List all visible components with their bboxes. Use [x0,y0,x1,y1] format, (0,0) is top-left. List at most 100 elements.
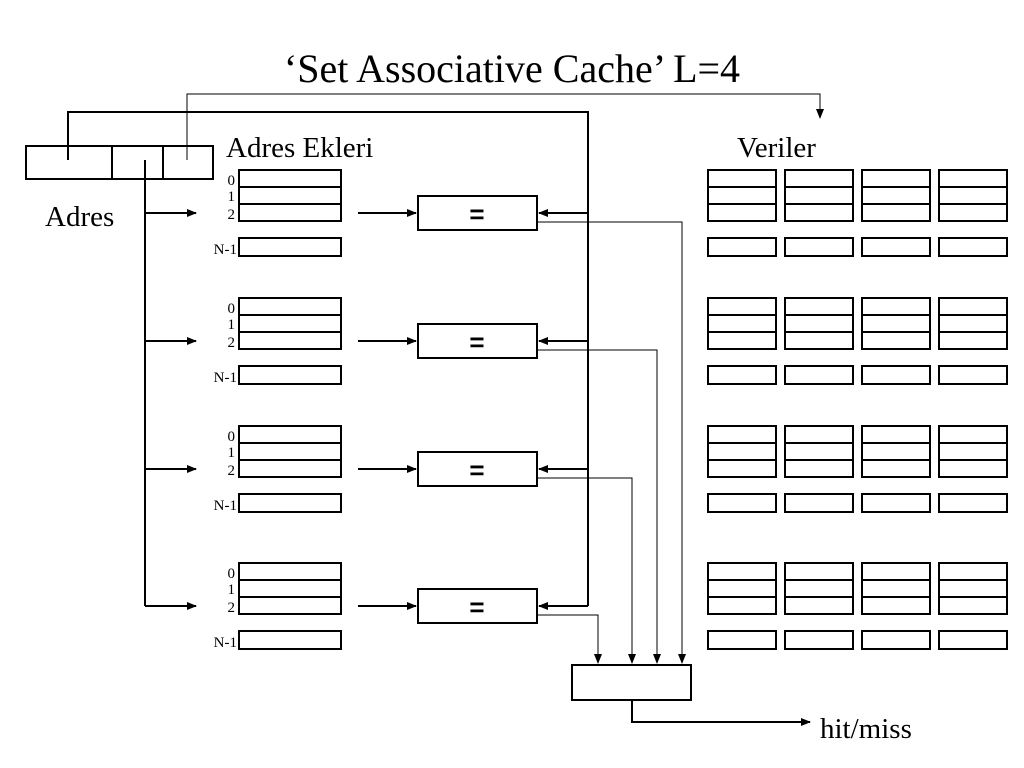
row-index-label: N-1 [214,498,237,514]
data-row-2 [707,203,777,222]
data-row-2 [784,331,854,350]
address-label: Adres [45,201,114,233]
data-row-2 [861,596,931,615]
data-row-1 [938,314,1008,333]
cache-way: 01 2N-1 = [145,562,1008,664]
row-index-label: 0 [228,566,236,582]
data-row-last [938,365,1008,385]
compare-result-wire [537,349,661,664]
row-index-label: 2 [228,335,236,351]
tag-row-0 [238,169,342,188]
tag-row-0 [238,297,342,316]
tag-row-1 [238,314,342,333]
compare-result-wire [537,221,686,664]
comparator-box [417,588,538,624]
row-index-label: N-1 [214,635,237,651]
data-row-0 [861,297,931,316]
data-row-last [784,630,854,650]
data-row-1 [938,579,1008,598]
comparator-symbol: = [469,455,484,485]
data-row-1 [707,314,777,333]
data-row-last [861,493,931,513]
data-row-last [707,493,777,513]
data-row-0 [707,169,777,188]
data-row-2 [784,459,854,478]
data-row-1 [784,442,854,461]
data-row-1 [861,314,931,333]
comparator-box [417,451,538,487]
diagram-title: ‘Set Associative Cache’ L=4 [284,46,740,91]
data-row-2 [784,203,854,222]
row-index-label: 1 [228,317,236,333]
data-row-last [861,237,931,257]
data-row-last [861,365,931,385]
data-row-1 [938,442,1008,461]
data-row-1 [861,579,931,598]
row-index-label: N-1 [214,370,237,386]
data-row-2 [707,596,777,615]
data-row-0 [938,169,1008,188]
data-row-0 [784,425,854,444]
data-row-1 [861,186,931,205]
data-row-0 [861,169,931,188]
data-row-last [938,237,1008,257]
comparator-box [417,323,538,359]
data-row-0 [861,425,931,444]
tag-row-0 [238,425,342,444]
data-row-2 [938,596,1008,615]
address-offset-field [162,145,214,180]
compare-result-wire [537,614,602,664]
hit-output-wire [631,700,811,726]
data-row-last [938,493,1008,513]
data-row-0 [784,169,854,188]
data-row-1 [784,186,854,205]
data-row-last [784,493,854,513]
row-index-label: 1 [228,189,236,205]
data-row-2 [861,459,931,478]
data-row-last [861,630,931,650]
tag-row-0 [238,562,342,581]
row-index-label: 1 [228,445,236,461]
data-row-0 [784,297,854,316]
tags-label: Adres Ekleri [226,132,373,164]
data-row-2 [707,459,777,478]
data-row-last [707,365,777,385]
data-row-0 [707,562,777,581]
data-row-last [784,365,854,385]
data-row-0 [707,297,777,316]
data-row-2 [938,203,1008,222]
data-row-last [707,630,777,650]
comparator-symbol: = [469,592,484,622]
row-index-label: 2 [228,463,236,479]
data-row-1 [784,314,854,333]
data-row-1 [784,579,854,598]
comparator-symbol: = [469,199,484,229]
data-row-1 [707,579,777,598]
row-index-label: 1 [228,582,236,598]
row-index-label: 2 [228,600,236,616]
data-row-1 [707,186,777,205]
row-index-label: 0 [228,301,236,317]
tag-row-last [238,365,342,385]
data-row-1 [861,442,931,461]
tag-row-1 [238,579,342,598]
data-row-1 [938,186,1008,205]
offset-to-data-wire [186,93,824,160]
tag-row-2 [238,459,342,478]
data-row-2 [861,203,931,222]
data-row-1 [707,442,777,461]
tag-row-last [238,630,342,650]
compare-result-wire [537,477,636,664]
data-row-0 [938,562,1008,581]
tag-row-2 [238,203,342,222]
data-row-0 [938,425,1008,444]
row-index-label: 0 [228,173,236,189]
hit-miss-label: hit/miss [820,713,912,745]
tag-row-2 [238,596,342,615]
data-row-0 [861,562,931,581]
